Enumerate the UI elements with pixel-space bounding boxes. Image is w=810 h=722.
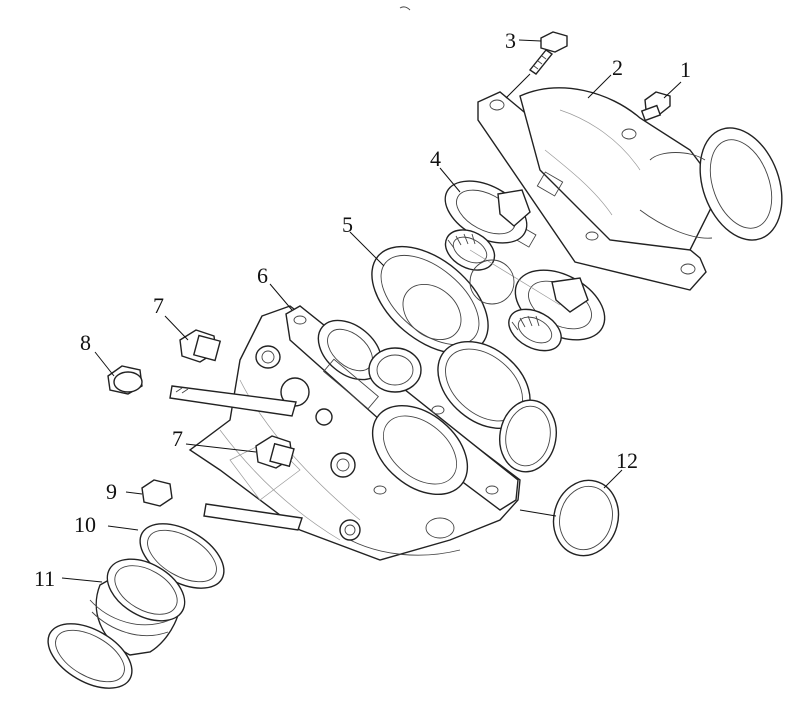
body-o-rings [437, 340, 557, 473]
part-8-long-bolt [107, 365, 297, 417]
callout-3: 3 [505, 28, 516, 53]
part-4-thermostat-lower [508, 269, 606, 352]
callout-9: 9 [106, 479, 117, 504]
leader-lines [61, 39, 682, 583]
callout-7-lower: 7 [172, 426, 183, 451]
part-5-gasket [371, 245, 515, 355]
callout-8: 8 [80, 330, 91, 355]
callout-6: 6 [257, 263, 268, 288]
part-4-axis-line [469, 249, 561, 306]
callout-2: 2 [612, 55, 623, 80]
callout-labels: 1 2 3 4 5 6 7 7 8 9 10 11 12 [34, 28, 691, 591]
callout-11: 11 [34, 566, 55, 591]
top-mark [399, 6, 411, 11]
part-3-shaft-line [505, 73, 531, 99]
part-9-short-bolt [141, 479, 303, 531]
callout-12: 12 [616, 448, 638, 473]
callout-4: 4 [430, 146, 441, 171]
part-1-plug [640, 91, 671, 122]
callout-5: 5 [342, 212, 353, 237]
part-6-main-housing [188, 305, 521, 561]
part-7-plug-upper [179, 329, 222, 363]
part-12-o-ring [552, 479, 620, 557]
part-4-thermostat-upper [444, 180, 531, 271]
part-3-bolt [528, 31, 568, 75]
part-2-thermostat-housing [477, 87, 783, 291]
callout-1: 1 [680, 57, 691, 82]
callout-10: 10 [74, 512, 96, 537]
callout-7-upper: 7 [153, 293, 164, 318]
part-11-pipe-fitting [47, 558, 186, 689]
part-7-plug-lower [255, 435, 295, 469]
